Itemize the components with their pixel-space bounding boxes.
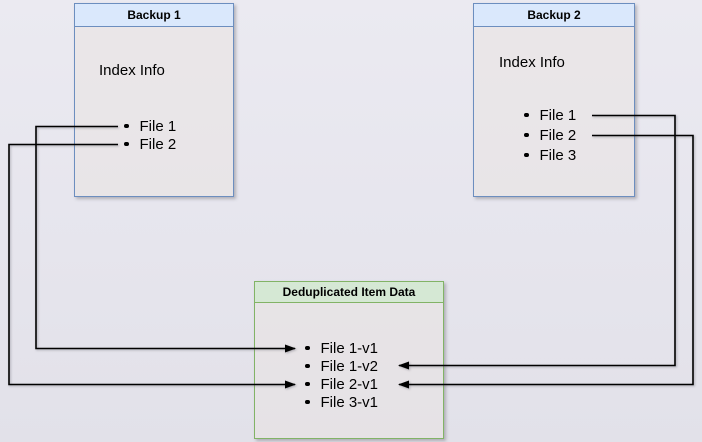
backup2-file3-label: File 3 xyxy=(539,146,577,164)
backup2-file-list: File 1 File 2 File 3 xyxy=(524,105,576,165)
backup2-file1-label: File 1 xyxy=(539,106,577,124)
bullet-icon xyxy=(124,123,129,129)
backup1-title: Backup 1 xyxy=(127,8,181,22)
dedup-file1v2-item: File 1-v2 xyxy=(305,357,378,375)
bullet-icon xyxy=(305,381,310,387)
dedup-node: Deduplicated Item Data File 1-v1 File 1-… xyxy=(254,281,444,439)
backup1-file2-label: File 2 xyxy=(139,135,177,153)
dedup-title: Deduplicated Item Data xyxy=(282,285,416,299)
backup1-file2-item: File 2 xyxy=(124,135,176,153)
dedup-header: Deduplicated Item Data xyxy=(255,282,443,303)
backup1-file1-label: File 1 xyxy=(139,117,177,135)
backup2-file1-item: File 1 xyxy=(524,105,576,125)
backup2-node: Backup 2 Index Info File 1 File 2 File 3 xyxy=(473,3,635,197)
bullet-icon xyxy=(305,345,310,351)
backup1-index-info-label: Index Info xyxy=(99,62,165,79)
backup1-node: Backup 1 Index Info File 1 File 2 xyxy=(74,3,234,197)
backup1-header: Backup 1 xyxy=(75,4,233,27)
dedup-file1v1-label: File 1-v1 xyxy=(320,339,379,357)
bullet-icon xyxy=(524,112,529,118)
bullet-icon xyxy=(124,141,129,147)
bullet-icon xyxy=(524,132,529,138)
dedup-file1v1-item: File 1-v1 xyxy=(305,339,378,357)
backup2-file2-item: File 2 xyxy=(524,125,576,145)
bullet-icon xyxy=(305,363,310,369)
dedup-file2v1-label: File 2-v1 xyxy=(320,375,379,393)
bullet-icon xyxy=(524,152,529,158)
backup2-header: Backup 2 xyxy=(474,4,634,27)
dedup-file3v1-label: File 3-v1 xyxy=(320,393,379,411)
backup2-index-info-label: Index Info xyxy=(499,54,565,71)
backup2-file2-label: File 2 xyxy=(539,126,577,144)
backup1-file-list: File 1 File 2 xyxy=(124,117,176,153)
bullet-icon xyxy=(305,399,310,405)
backup2-file3-item: File 3 xyxy=(524,145,576,165)
dedup-file2v1-item: File 2-v1 xyxy=(305,375,378,393)
dedup-file3v1-item: File 3-v1 xyxy=(305,393,378,411)
dedup-file-list: File 1-v1 File 1-v2 File 2-v1 File 3-v1 xyxy=(305,339,378,411)
backup2-title: Backup 2 xyxy=(527,8,581,22)
backup1-file1-item: File 1 xyxy=(124,117,176,135)
dedup-file1v2-label: File 1-v2 xyxy=(320,357,379,375)
